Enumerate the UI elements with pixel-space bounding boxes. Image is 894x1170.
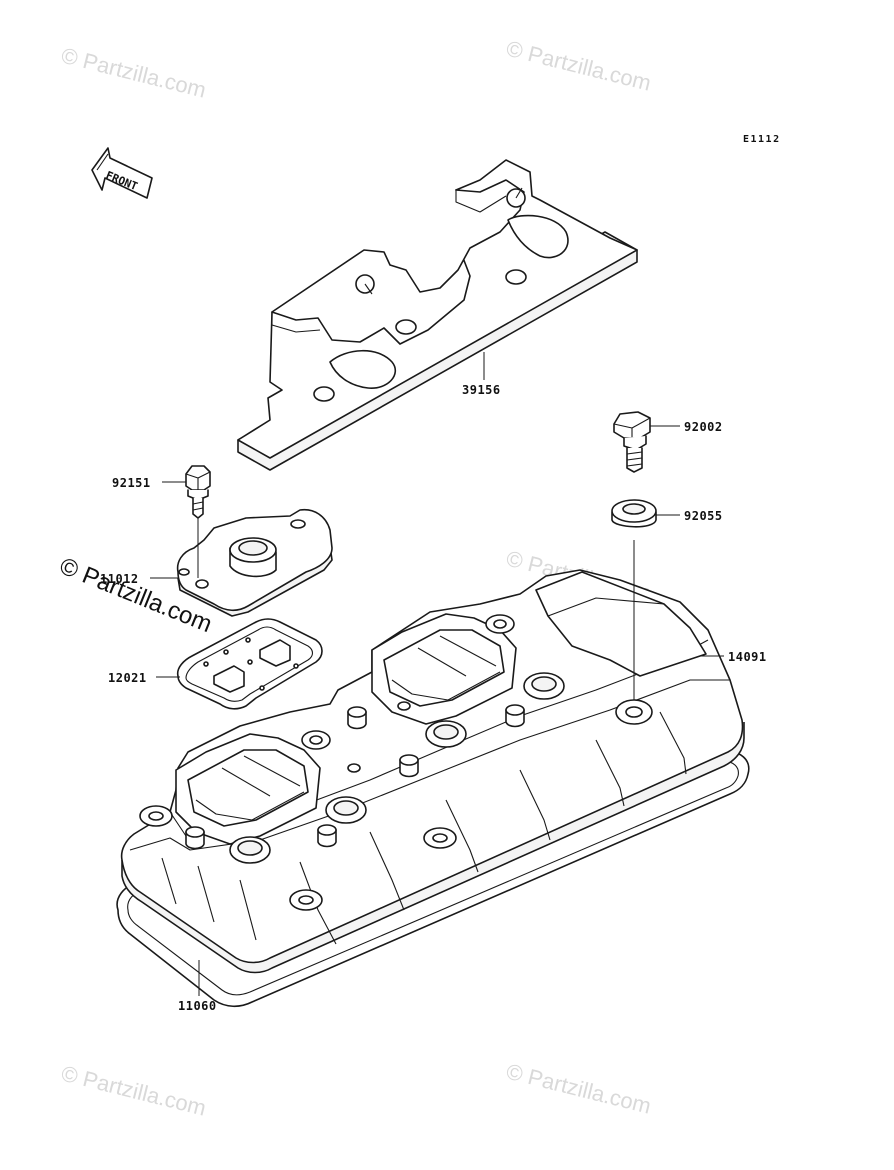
- bolt-92002: [613, 411, 651, 473]
- part-labels: 39156 92002 92055 92151 11012 12021 1409…: [100, 383, 767, 1013]
- cap-gasket-12021: [176, 618, 323, 710]
- cap-cover-11012: [176, 508, 333, 617]
- label-14091: 14091: [728, 650, 767, 664]
- head-cover-14091: [120, 569, 745, 974]
- watermark-bottom-left: © Partzilla.com: [59, 1061, 209, 1121]
- label-92002: 92002: [684, 420, 723, 434]
- plate-39156: [237, 159, 638, 471]
- watermark-top-left: © Partzilla.com: [59, 43, 209, 103]
- watermark-top-right: © Partzilla.com: [504, 36, 654, 96]
- label-92055: 92055: [684, 509, 723, 523]
- label-11012: 11012: [100, 572, 139, 586]
- diagram-code: E1112: [743, 134, 781, 145]
- label-12021: 12021: [108, 671, 147, 685]
- label-92151: 92151: [112, 476, 151, 490]
- watermark-bottom-right: © Partzilla.com: [504, 1059, 654, 1119]
- leader-lines: [150, 352, 724, 996]
- label-11060: 11060: [178, 999, 217, 1013]
- bolt-92151: [185, 465, 211, 519]
- grommet-92055: [611, 499, 657, 528]
- label-39156: 39156: [462, 383, 501, 397]
- front-arrow-icon: FRONT: [91, 147, 153, 199]
